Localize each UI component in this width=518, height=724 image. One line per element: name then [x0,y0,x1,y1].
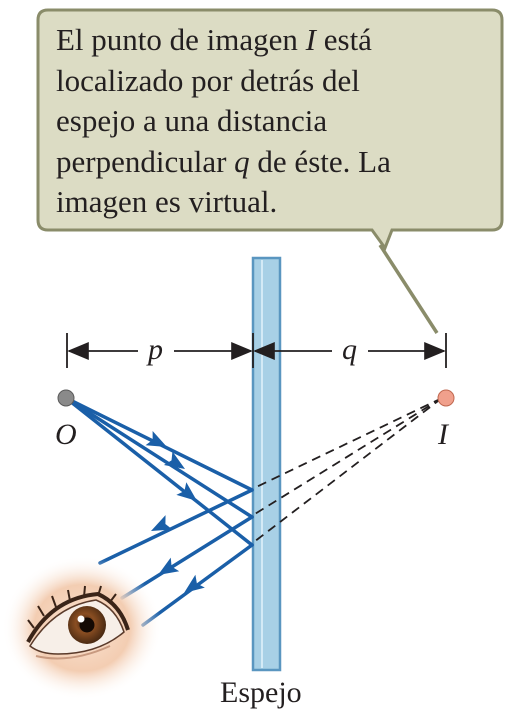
callout-line: El punto de imagen I está [56,22,372,57]
incident-ray-2 [64,396,254,519]
ray-arrowhead [151,515,173,531]
mirror-label: Espejo [220,676,302,709]
callout-text: El punto de imagen I está localizado por… [56,20,486,223]
mirror [251,256,282,672]
ray-arrowhead [163,451,185,469]
image-label: I [438,418,448,451]
virtual-ray-2 [249,397,443,518]
virtual-rays [249,397,443,546]
virtual-ray-3 [249,397,443,546]
ray-arrowheads [145,430,205,593]
callout-bubble [36,8,504,252]
image-point [437,389,455,407]
ray-arrowhead [158,557,180,575]
callout-line: espejo a una distancia [56,103,328,138]
distance-variable: q [234,143,250,179]
object-label: O [55,418,77,451]
callout-line: localizado por detrás del [56,62,360,98]
callout-pointer [378,244,439,334]
image-variable: I [305,22,316,57]
q-label: q [342,333,357,366]
ray-arrowhead [176,482,197,501]
incident-ray-3 [64,396,254,547]
callout-line: perpendicular q de éste. La [56,143,391,179]
ray-arrowhead [184,574,205,593]
ray-arrowhead [145,430,167,447]
eye-icon [2,556,162,700]
object-point [57,389,75,407]
p-label: p [148,333,163,366]
virtual-ray-1 [249,397,443,491]
reflected-ray-1 [98,488,254,565]
callout-line: imagen es virtual. [56,184,278,219]
